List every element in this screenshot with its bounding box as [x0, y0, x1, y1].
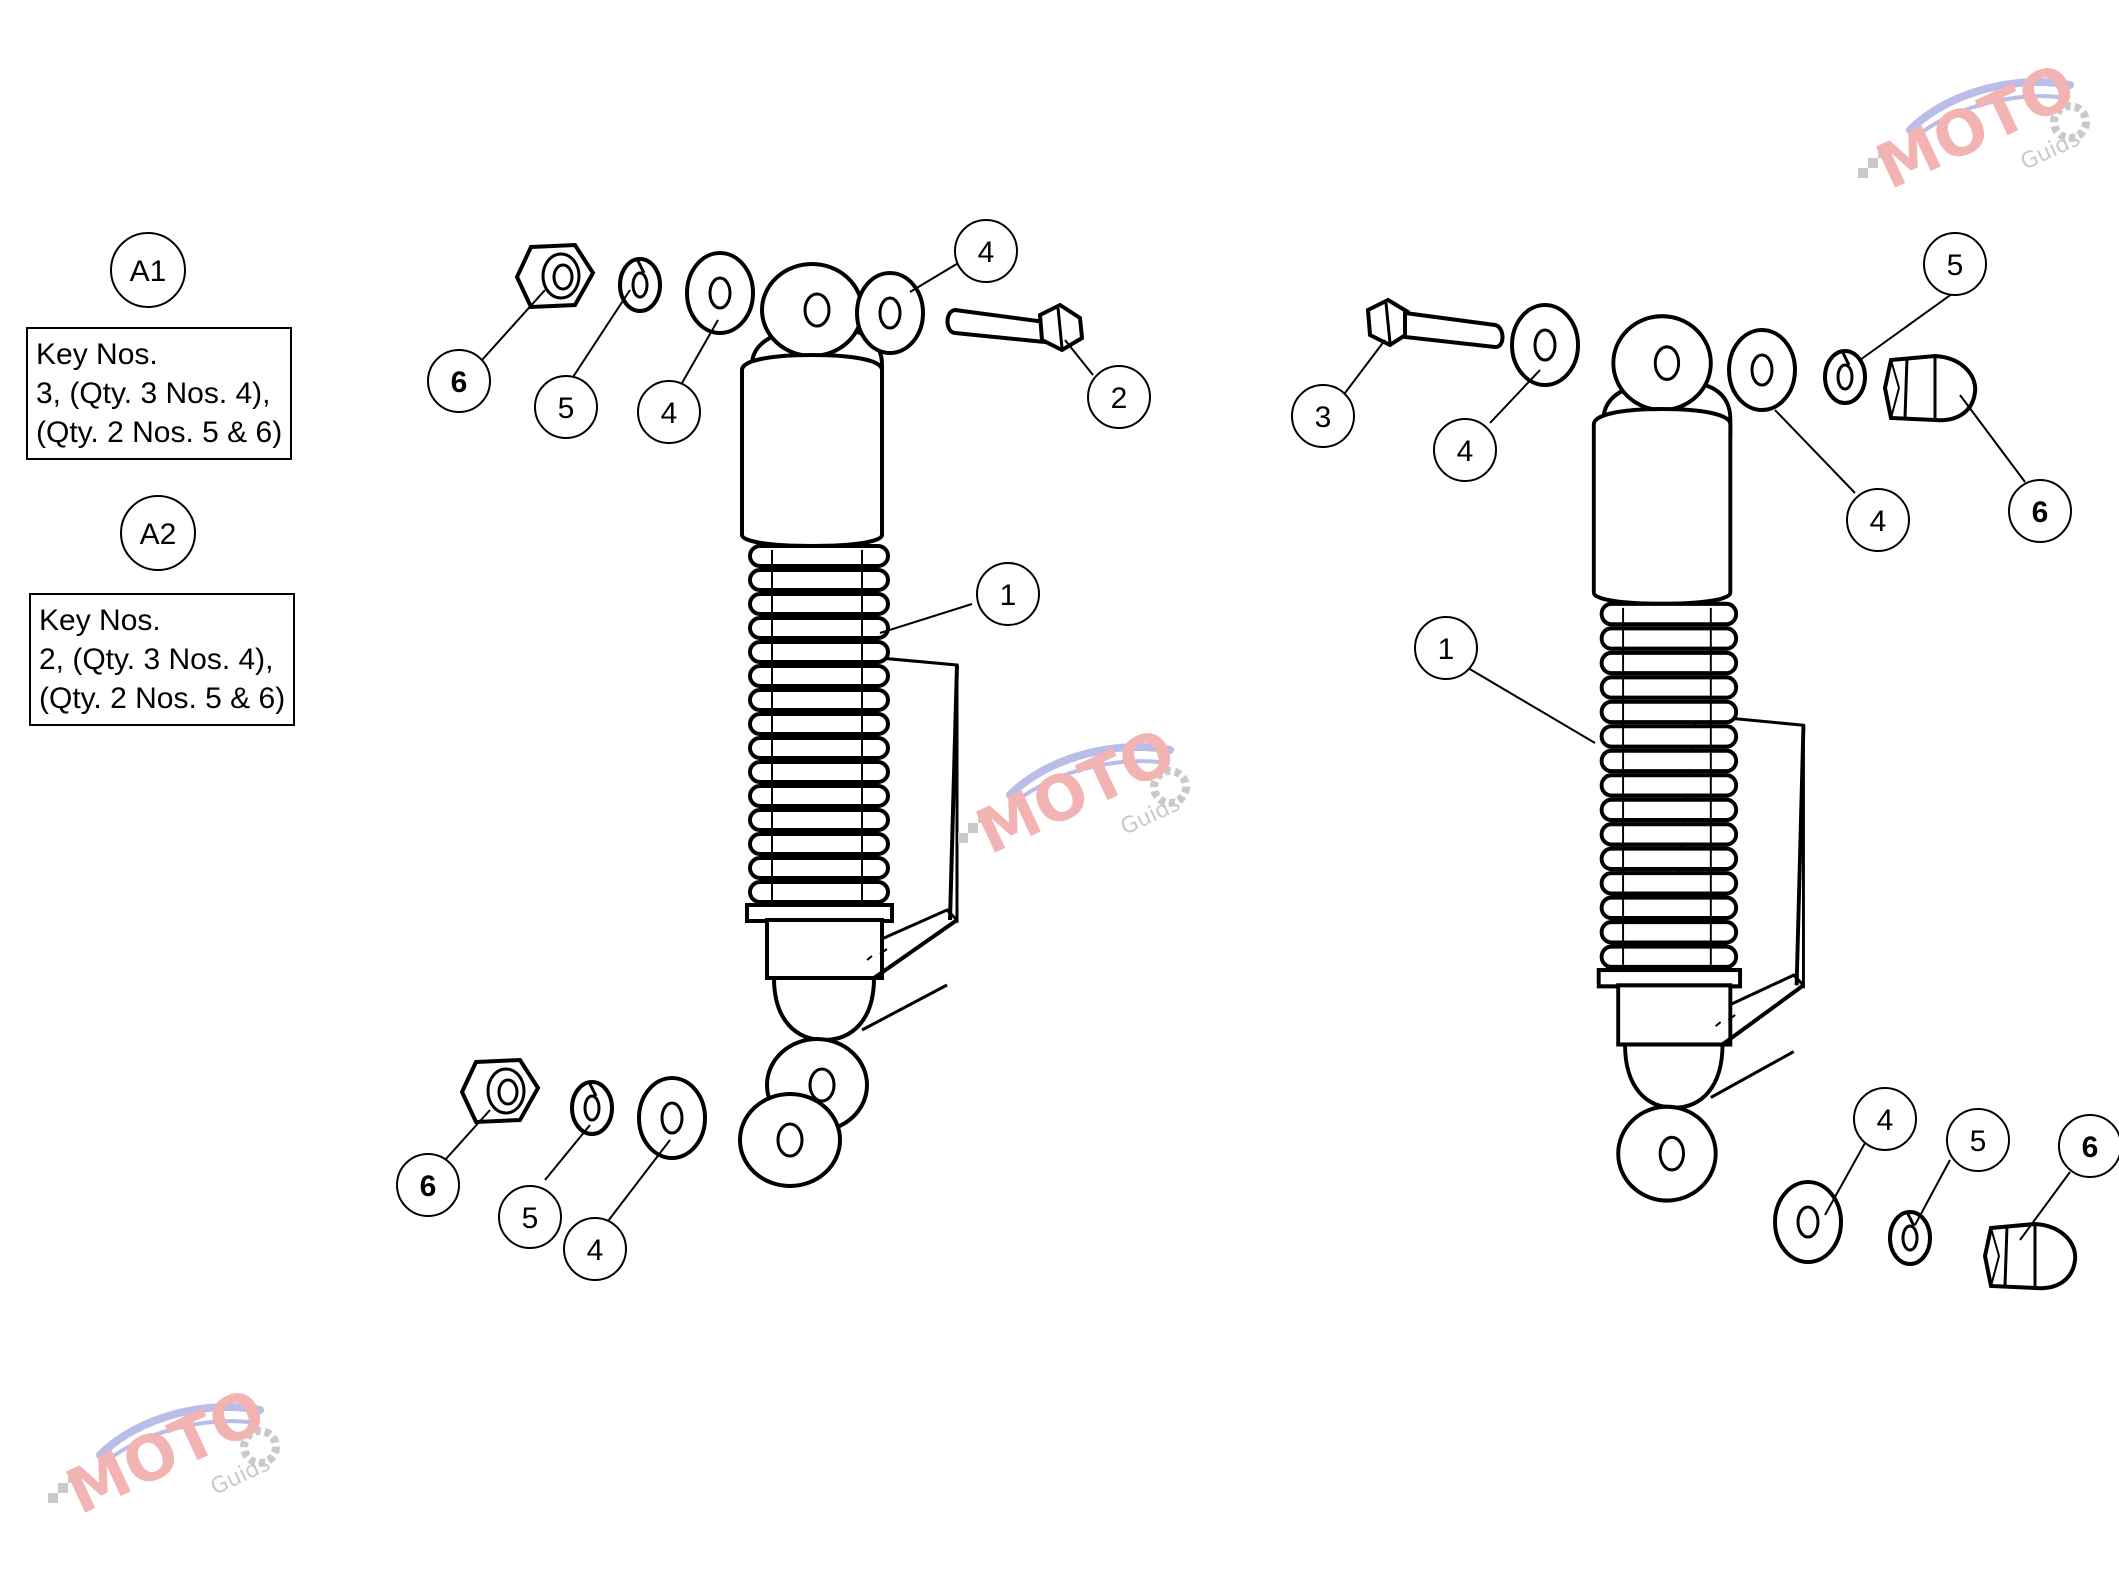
svg-text:1: 1	[1438, 633, 1455, 666]
key-line: 3, (Qty. 3 Nos. 4),	[36, 377, 271, 410]
callout-6: 6	[427, 349, 491, 413]
callout-2: 2	[1087, 365, 1151, 429]
callout-5: 5	[1946, 1108, 2010, 1172]
left-shock-absorber	[740, 262, 959, 1133]
left-bottom-lockwasher	[570, 1080, 614, 1136]
svg-text:3: 3	[1315, 401, 1332, 434]
callout-5: 5	[1923, 232, 1987, 296]
right-bottom-washer	[1773, 1180, 1843, 1264]
left-bottom-washer	[637, 1076, 707, 1160]
callout-1: 1	[1414, 616, 1478, 680]
left-bottom-nut	[460, 1058, 540, 1124]
svg-text:1: 1	[1000, 579, 1017, 612]
svg-text:MOTO: MOTO	[965, 714, 1186, 869]
left-assembly	[444, 243, 1094, 1226]
right-bottom-domenut	[1983, 1222, 2078, 1291]
svg-text:5: 5	[1970, 1125, 1987, 1158]
callout-6: 6	[2008, 479, 2072, 543]
callout-3: 3	[1291, 384, 1355, 448]
callout-4: 4	[563, 1217, 627, 1281]
right-assembly	[1344, 290, 2078, 1291]
key-line: 2, (Qty. 3 Nos. 4),	[39, 643, 274, 676]
callout-1: 1	[976, 562, 1040, 626]
callout-5: 5	[534, 375, 598, 439]
left-top-washer-outer	[855, 271, 925, 355]
svg-text:6: 6	[420, 1170, 437, 1203]
left-top-nut	[515, 243, 595, 309]
right-top-washer-inner	[1510, 303, 1580, 387]
right-bottom-lockwasher	[1888, 1210, 1932, 1266]
right-top-washer-outer	[1727, 328, 1797, 412]
svg-text:4: 4	[587, 1234, 604, 1267]
svg-text:4: 4	[661, 397, 678, 430]
svg-text:A1: A1	[130, 255, 167, 288]
right-top-domenut	[1883, 354, 1978, 423]
svg-text:4: 4	[978, 236, 995, 269]
assembly-a2-key-box: Key Nos. 2, (Qty. 3 Nos. 4), (Qty. 2 Nos…	[29, 593, 296, 726]
watermark-logo: MOTO Guids	[958, 714, 1186, 869]
watermark-logo: MOTO Guids	[1858, 49, 2086, 204]
callout-4: 4	[637, 380, 701, 444]
watermark-logo: MOTO Guids	[48, 1374, 276, 1529]
callout-4: 4	[1433, 418, 1497, 482]
svg-text:6: 6	[2082, 1131, 2099, 1164]
svg-text:5: 5	[522, 1202, 539, 1235]
svg-text:4: 4	[1877, 1104, 1894, 1137]
right-top-lockwasher	[1823, 349, 1867, 405]
svg-text:4: 4	[1457, 435, 1474, 468]
svg-text:6: 6	[451, 366, 468, 399]
callout-6: 6	[396, 1153, 460, 1217]
svg-text:6: 6	[2032, 496, 2049, 529]
key-line: (Qty. 2 Nos. 5 & 6)	[36, 416, 283, 449]
callout-4: 4	[1853, 1087, 1917, 1151]
assembly-label-a2: A2	[120, 495, 196, 571]
svg-text:MOTO: MOTO	[55, 1374, 276, 1529]
left-bottom-bush	[738, 1092, 842, 1188]
svg-text:5: 5	[558, 392, 575, 425]
svg-text:MOTO: MOTO	[1865, 49, 2086, 204]
key-line: (Qty. 2 Nos. 5 & 6)	[39, 682, 286, 715]
svg-text:5: 5	[1947, 249, 1964, 282]
svg-text:4: 4	[1870, 505, 1887, 538]
svg-text:A2: A2	[140, 518, 177, 551]
left-top-washer-inner	[685, 251, 755, 335]
callout-5: 5	[498, 1185, 562, 1249]
right-shock-absorber	[1594, 316, 1804, 1200]
key-line: Key Nos.	[39, 604, 161, 637]
assembly-label-a1: A1	[110, 232, 186, 308]
key-line: Key Nos.	[36, 338, 158, 371]
svg-text:2: 2	[1111, 382, 1128, 415]
left-top-lockwasher	[618, 257, 662, 313]
callout-4: 4	[954, 219, 1018, 283]
callout-4: 4	[1846, 488, 1910, 552]
assembly-a1-key-box: Key Nos. 3, (Qty. 3 Nos. 4), (Qty. 2 Nos…	[26, 327, 293, 460]
left-bolt	[945, 302, 1085, 353]
callout-6: 6	[2058, 1114, 2119, 1178]
right-bolt	[1365, 297, 1505, 349]
